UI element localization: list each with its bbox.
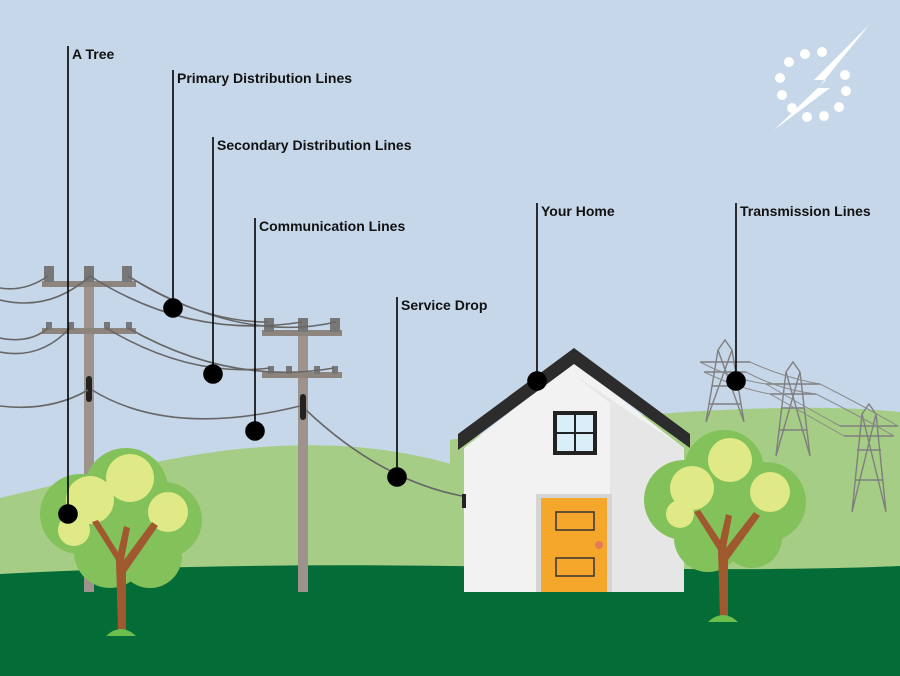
marker-secondary [203,364,223,384]
label-transmission: Transmission Lines [740,203,871,219]
label-secondary-distribution: Secondary Distribution Lines [217,137,412,153]
label-service-drop: Service Drop [401,297,487,313]
marker-communication [245,421,265,441]
label-tree: A Tree [72,46,114,62]
marker-home [527,371,547,391]
callouts [58,46,746,524]
label-your-home: Your Home [541,203,615,219]
label-communication: Communication Lines [259,218,405,234]
marker-primary [163,298,183,318]
marker-tree [58,504,78,524]
label-primary-distribution: Primary Distribution Lines [177,70,352,86]
marker-service-drop [387,467,407,487]
utility-pole-left [42,266,136,592]
lightning-bolt-logo-icon [774,24,870,130]
tree-left [40,448,202,636]
distribution-wires [0,275,463,497]
ground [0,565,900,676]
tree-right [644,430,806,622]
transmission-wires [699,361,899,437]
marker-transmission [726,371,746,391]
house [458,348,690,592]
